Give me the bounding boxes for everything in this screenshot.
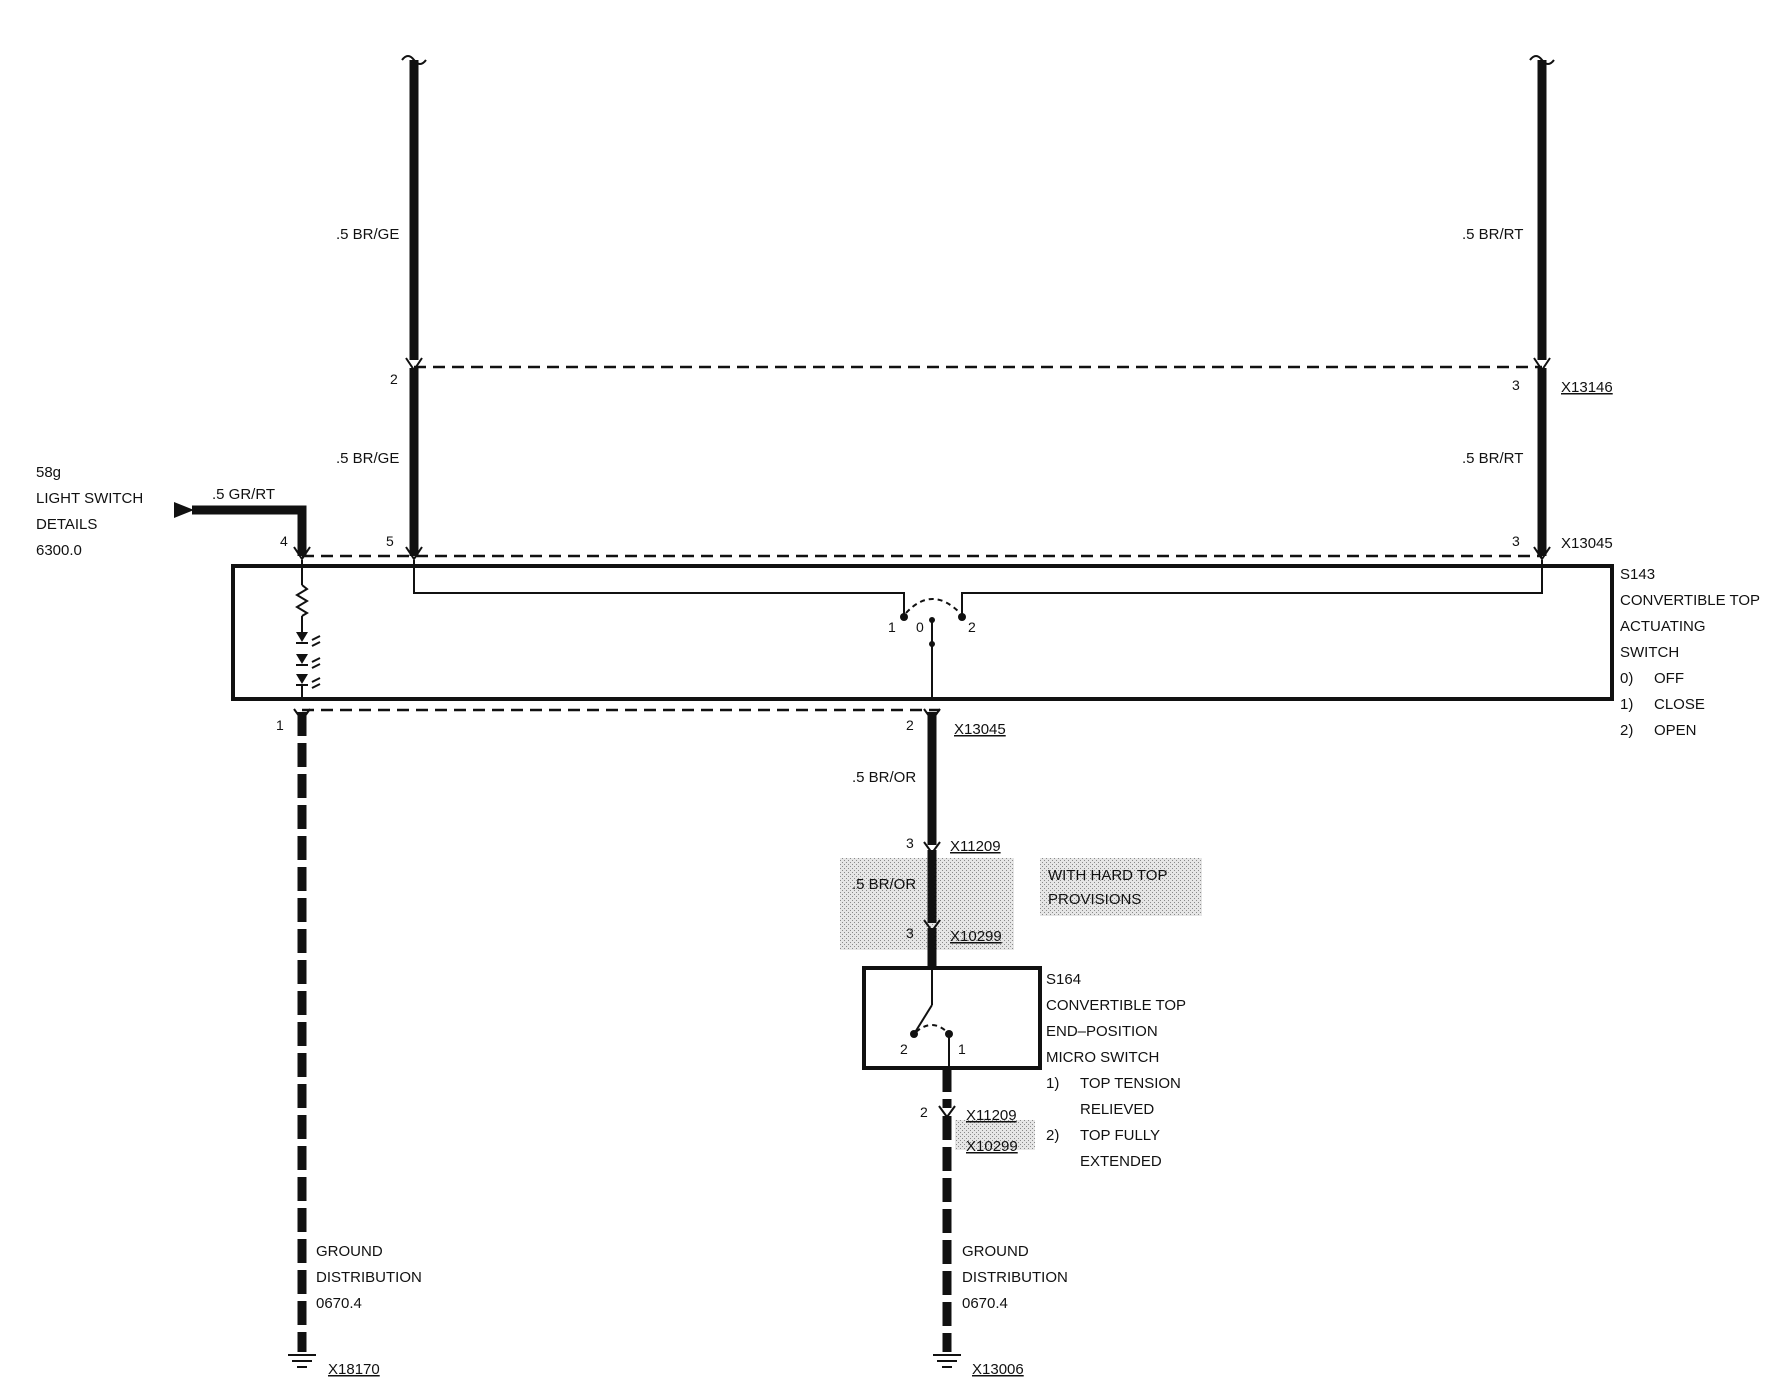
- ground-icon-right: [933, 1354, 961, 1368]
- connector-arrow-right-mid: [1533, 546, 1551, 561]
- s164-state-num-1: 2): [1046, 1127, 1059, 1144]
- wire-label-left-mid: .5 BR/GE: [336, 450, 399, 467]
- s143-state-text-2: OPEN: [1654, 722, 1697, 739]
- hard-top-shaded-area: [840, 858, 1014, 950]
- light-switch-ref-details: DETAILS: [36, 516, 97, 533]
- led-icon-3: [296, 674, 308, 684]
- s164-state-num-0: 1): [1046, 1075, 1059, 1092]
- connector-arrow-light: [293, 546, 311, 561]
- ground-icon-left: [288, 1354, 316, 1368]
- pin-x11209-lower: 2: [920, 1104, 928, 1120]
- s143-pos-2: 2: [968, 619, 976, 635]
- wire-label-light-feed: .5 GR/RT: [212, 486, 275, 503]
- s164-switch-blade: [913, 1004, 933, 1035]
- s143-title-1: CONVERTIBLE TOP: [1620, 592, 1760, 609]
- wire-label-left-top: .5 BR/GE: [336, 226, 399, 243]
- s164-switch-arc: [915, 1024, 948, 1033]
- connector-x10299-lower-label: X10299: [966, 1138, 1018, 1155]
- connector-x13045-bottom-label: X13045: [954, 721, 1006, 738]
- hard-top-note-line2: PROVISIONS: [1048, 891, 1141, 908]
- led-icon-2: [296, 654, 308, 664]
- connector-x13146-label: X13146: [1561, 379, 1613, 396]
- light-switch-ref-code: 58g: [36, 464, 61, 481]
- s143-switch-box: [231, 564, 1614, 701]
- hard-top-note-shade: [1040, 858, 1202, 916]
- s164-title-1: CONVERTIBLE TOP: [1046, 997, 1186, 1014]
- pin-right-top: 3: [1512, 377, 1520, 393]
- s164-state-text2-1: EXTENDED: [1080, 1153, 1162, 1170]
- s143-pos-1: 1: [888, 619, 896, 635]
- s143-switch-arc: [905, 598, 961, 614]
- s164-switch-box: [862, 966, 1042, 1070]
- connector-arrow-left-mid: [405, 546, 423, 561]
- wire-label-right-top: .5 BR/RT: [1462, 226, 1523, 243]
- s164-id: S164: [1046, 971, 1081, 988]
- light-switch-arrow-icon: [174, 502, 194, 518]
- connector-x13045-top-label: X13045: [1561, 535, 1613, 552]
- connector-x10299-upper-label: X10299: [950, 928, 1002, 945]
- s143-pos-0: 0: [916, 619, 924, 635]
- s164-pos-1: 1: [958, 1041, 966, 1057]
- s143-internal-right: [961, 560, 1543, 615]
- wire-label-center-shaded: .5 BR/OR: [852, 876, 916, 893]
- ground-right-subtitle: DISTRIBUTION: [962, 1269, 1068, 1286]
- s143-contact-2: [958, 613, 966, 621]
- connector-x18170-label: X18170: [328, 1361, 380, 1378]
- s164-state-text1-1: TOP FULLY: [1080, 1127, 1160, 1144]
- pin-x10299-upper: 3: [906, 925, 914, 941]
- pin-left-out: 1: [276, 717, 284, 733]
- s143-title-2: ACTUATING: [1620, 618, 1706, 635]
- pin-right-in: 3: [1512, 533, 1520, 549]
- s143-contact-1: [900, 613, 908, 621]
- s143-title-3: SWITCH: [1620, 644, 1679, 661]
- s143-common-node: [929, 641, 935, 647]
- ground-left-ref: 0670.4: [316, 1295, 362, 1312]
- s143-state-text-1: CLOSE: [1654, 696, 1705, 713]
- s143-internal-left: [413, 560, 905, 615]
- connector-x11209-upper-label: X11209: [950, 838, 1001, 855]
- ground-right-ref: 0670.4: [962, 1295, 1008, 1312]
- wire-light-feed: [192, 505, 307, 556]
- ground-left-subtitle: DISTRIBUTION: [316, 1269, 422, 1286]
- s164-state-text1-0: TOP TENSION: [1080, 1075, 1181, 1092]
- led-rays-icon: [311, 635, 321, 689]
- s164-title-2: END–POSITION: [1046, 1023, 1158, 1040]
- pin-left-in: 5: [386, 533, 394, 549]
- led-icon-1: [296, 632, 308, 642]
- pin-light-in: 4: [280, 533, 288, 549]
- wire-label-right-mid: .5 BR/RT: [1462, 450, 1523, 467]
- wire-label-center-upper: .5 BR/OR: [852, 769, 916, 786]
- resistor-icon: [295, 584, 309, 617]
- x10299-lower-shade: [955, 1120, 1035, 1150]
- hard-top-note-line1: WITH HARD TOP: [1048, 867, 1167, 884]
- s143-id: S143: [1620, 566, 1655, 583]
- connector-x11209-lower-label: X11209: [966, 1107, 1017, 1124]
- light-switch-ref-title: LIGHT SWITCH: [36, 490, 143, 507]
- pin-center-out: 2: [906, 717, 914, 733]
- connector-x13006-label: X13006: [972, 1361, 1024, 1378]
- ground-right-title: GROUND: [962, 1243, 1029, 1260]
- ground-left-title: GROUND: [316, 1243, 383, 1260]
- pin-left-top: 2: [390, 371, 398, 387]
- s143-state-num-1: 1): [1620, 696, 1633, 713]
- pin-x11209-upper: 3: [906, 835, 914, 851]
- s164-pos-2: 2: [900, 1041, 908, 1057]
- s143-state-num-0: 0): [1620, 670, 1633, 687]
- light-switch-ref-page: 6300.0: [36, 542, 82, 559]
- s143-state-num-2: 2): [1620, 722, 1633, 739]
- s164-state-text2-0: RELIEVED: [1080, 1101, 1154, 1118]
- s143-state-text-0: OFF: [1654, 670, 1684, 687]
- s164-title-3: MICRO SWITCH: [1046, 1049, 1159, 1066]
